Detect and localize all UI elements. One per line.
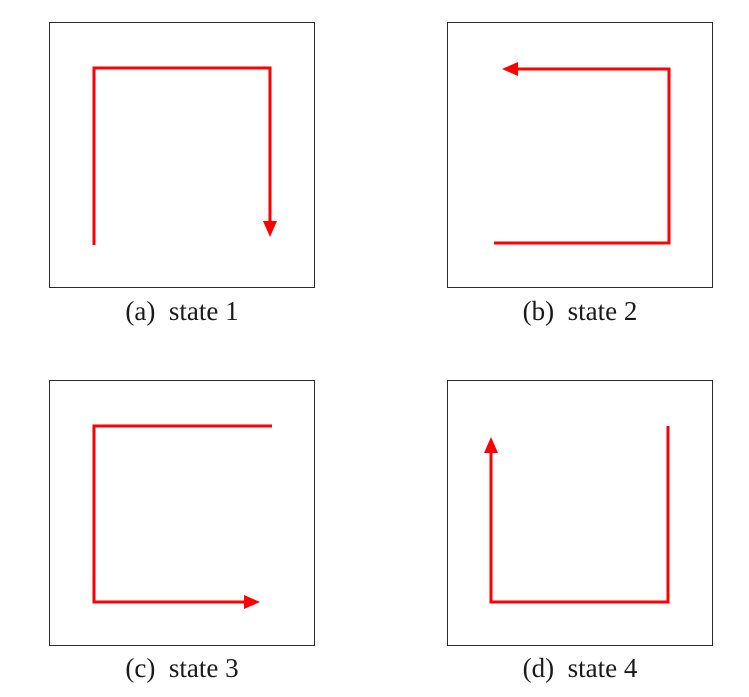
state-2-path [494, 67, 671, 245]
state-1-diagram [92, 66, 277, 245]
state-1-path [92, 66, 272, 245]
state-4-caption: (d) state 4 [522, 653, 638, 683]
state-3-arrowhead [244, 595, 260, 609]
state-1-arrowhead [263, 221, 277, 237]
state-1-caption: (a) state 1 [125, 296, 239, 326]
state-3-caption: (c) state 3 [125, 653, 239, 683]
state-3-diagram [92, 424, 272, 609]
state-3-path [92, 424, 272, 604]
state-4-diagram [484, 426, 670, 604]
state-4-panel [447, 380, 713, 646]
state-2-panel [447, 22, 713, 288]
state-2-arrowhead [502, 62, 518, 76]
state-2-diagram [494, 62, 671, 245]
state-2-caption: (b) state 2 [522, 296, 638, 326]
state-3-panel [49, 380, 315, 646]
state-4-path [489, 426, 670, 604]
state-1-panel [49, 22, 315, 288]
state-4-arrowhead [484, 437, 498, 453]
